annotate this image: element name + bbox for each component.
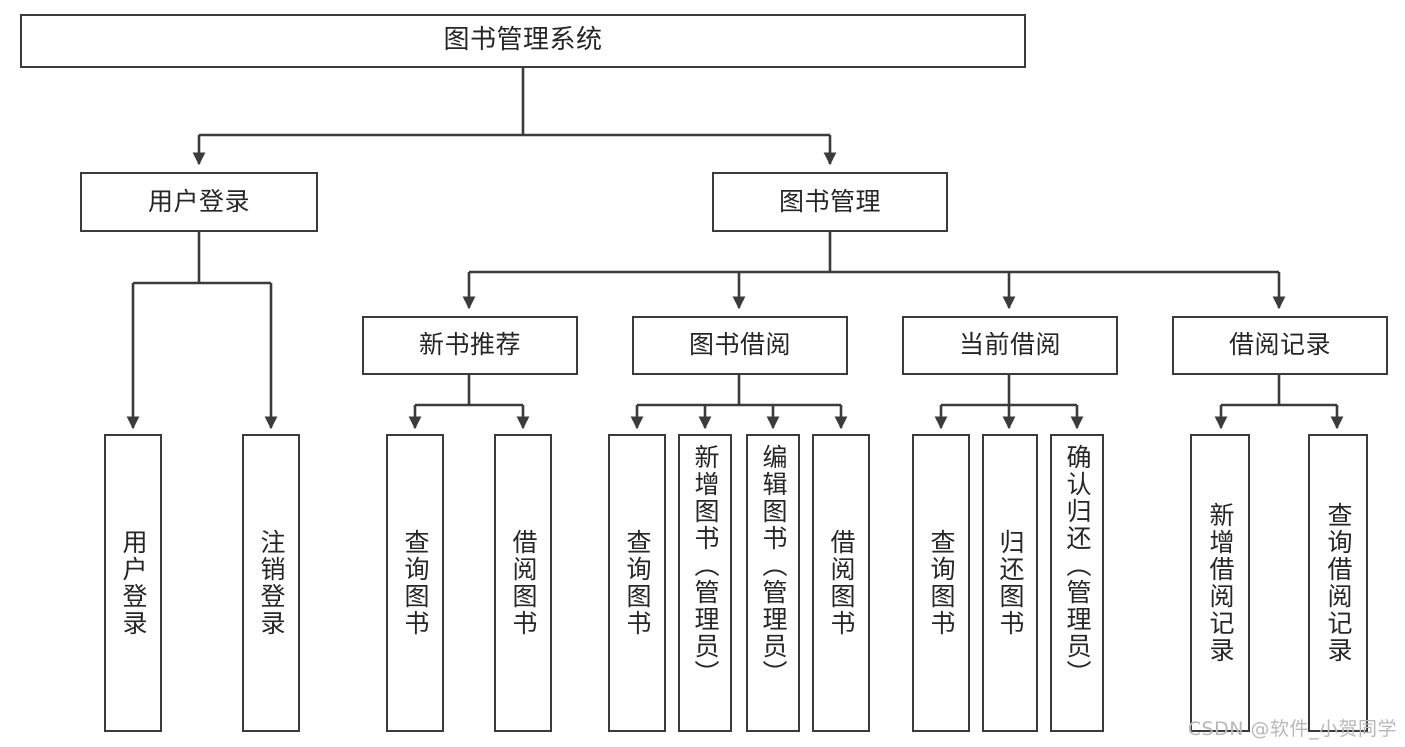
node-label: 新书推荐 — [418, 330, 521, 360]
leaf-borrow-book-recommend[interactable]: 借阅图书 — [494, 434, 552, 732]
node-book-borrow[interactable]: 图书借阅 — [632, 316, 848, 375]
node-label: 新增图书（管理员） — [691, 444, 720, 687]
leaf-query-book-recommend[interactable]: 查询图书 — [386, 434, 444, 732]
leaf-borrow-book-borrow[interactable]: 借阅图书 — [812, 434, 870, 732]
node-label: 新增借阅记录 — [1206, 502, 1235, 664]
node-current-borrow[interactable]: 当前借阅 — [902, 316, 1118, 375]
leaf-user-login[interactable]: 用户登录 — [104, 434, 162, 732]
leaf-return-book[interactable]: 归还图书 — [982, 434, 1038, 732]
node-label: 查询图书 — [927, 529, 956, 637]
leaf-logout-login[interactable]: 注销登录 — [242, 434, 300, 732]
node-label: 注销登录 — [257, 529, 286, 637]
node-label: 图书管理 — [778, 186, 881, 216]
node-label: 查询图书 — [623, 529, 652, 637]
node-label: 归还图书 — [996, 529, 1025, 637]
node-root-book-management-system[interactable]: 图书管理系统 — [20, 14, 1026, 68]
node-label: 图书管理系统 — [443, 25, 603, 56]
node-label: 用户登录 — [119, 529, 148, 637]
node-borrow-record[interactable]: 借阅记录 — [1172, 316, 1388, 375]
node-new-book-recommend[interactable]: 新书推荐 — [362, 316, 578, 375]
node-label: 借阅图书 — [827, 529, 856, 637]
node-user-login[interactable]: 用户登录 — [80, 172, 318, 232]
node-label: 查询图书 — [401, 529, 430, 637]
leaf-add-borrow-record[interactable]: 新增借阅记录 — [1190, 434, 1250, 732]
node-label: 确认归还（管理员） — [1063, 444, 1092, 687]
node-label: 图书借阅 — [688, 330, 791, 360]
leaf-add-book-admin[interactable]: 新增图书（管理员） — [678, 434, 732, 732]
leaf-confirm-return-admin[interactable]: 确认归还（管理员） — [1050, 434, 1104, 732]
leaf-query-book-current[interactable]: 查询图书 — [912, 434, 970, 732]
node-book-management[interactable]: 图书管理 — [712, 172, 948, 232]
leaf-query-book-borrow[interactable]: 查询图书 — [608, 434, 666, 732]
node-label: 借阅图书 — [509, 529, 538, 637]
leaf-edit-book-admin[interactable]: 编辑图书（管理员） — [746, 434, 800, 732]
node-label: 当前借阅 — [958, 330, 1061, 360]
leaf-query-borrow-record[interactable]: 查询借阅记录 — [1308, 434, 1368, 732]
node-label: 编辑图书（管理员） — [759, 444, 788, 687]
node-label: 用户登录 — [147, 186, 250, 216]
node-label: 查询借阅记录 — [1324, 502, 1353, 664]
node-label: 借阅记录 — [1228, 330, 1331, 360]
